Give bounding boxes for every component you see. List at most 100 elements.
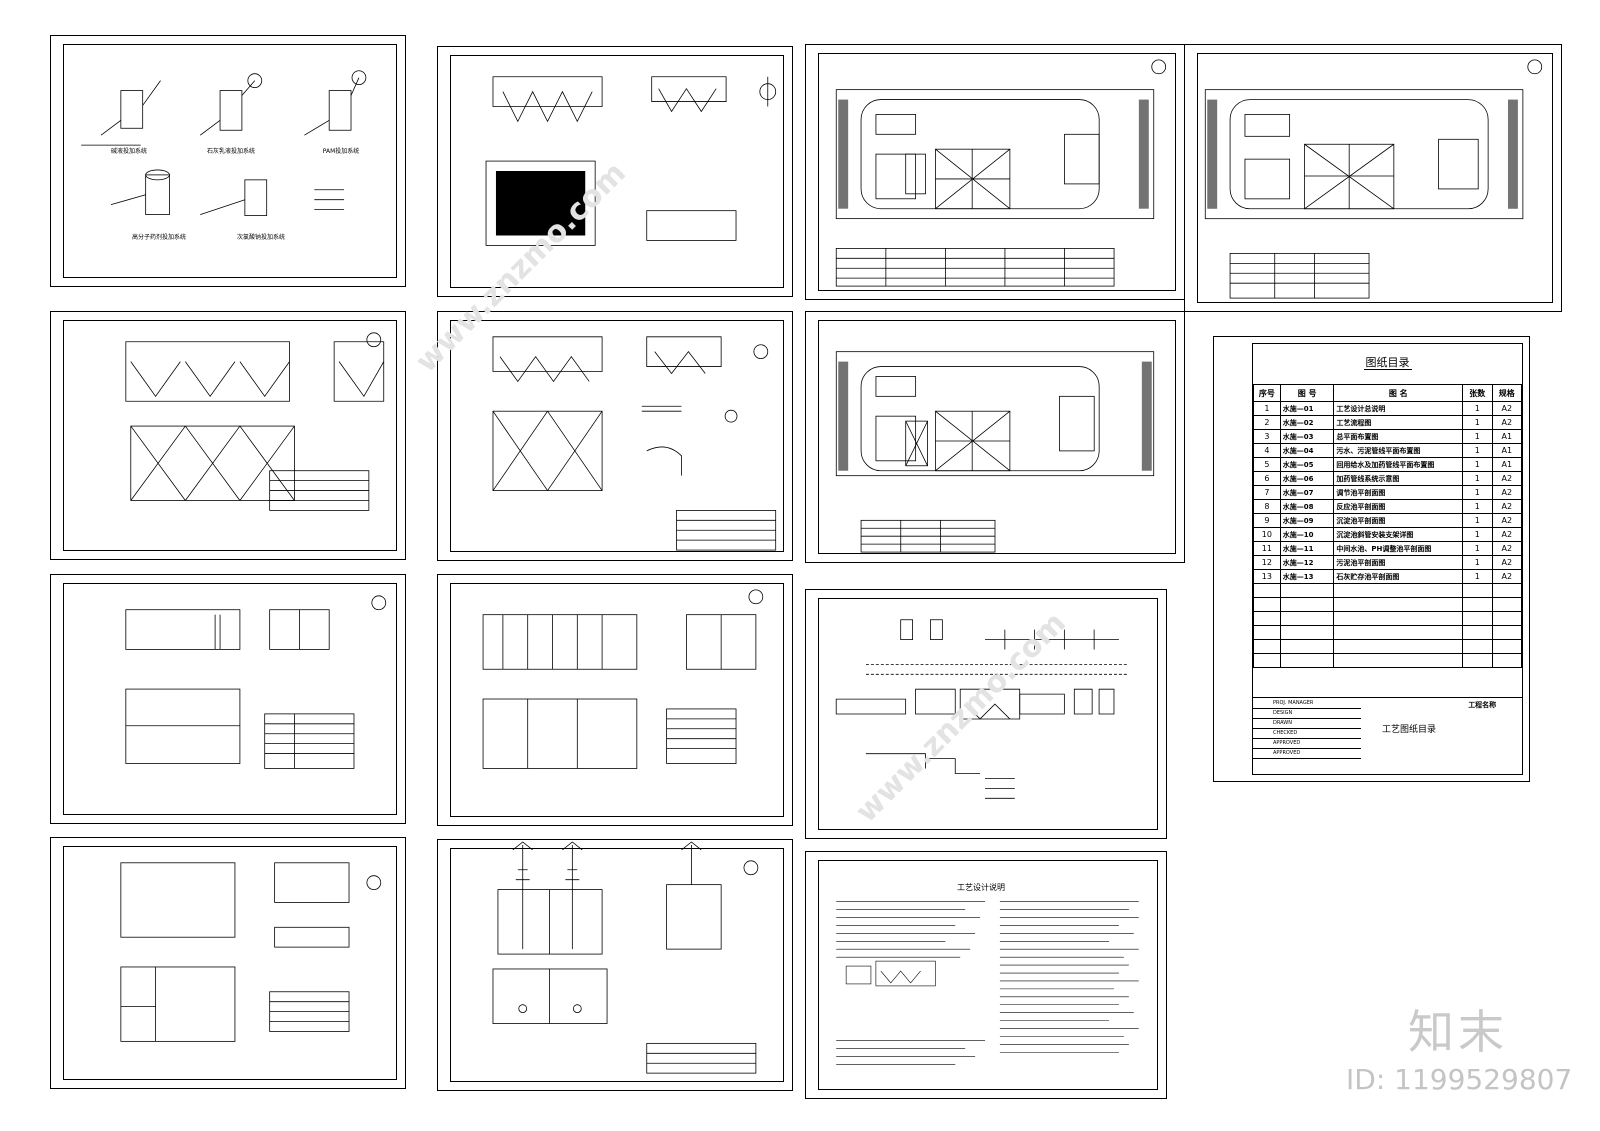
- catalog-empty-row: [1253, 583, 1522, 598]
- col-header-code: 图 号: [1279, 384, 1335, 402]
- empty-cell: [1279, 639, 1335, 654]
- empty-cell: [1279, 583, 1335, 598]
- sheet-frame: [63, 846, 397, 1080]
- drawing-sheet-pipeline-plan: [1184, 44, 1562, 312]
- empty-cell: [1253, 625, 1281, 640]
- cell-no: 1: [1253, 401, 1281, 416]
- col-header-no: 序号: [1253, 384, 1281, 402]
- cell-no: 10: [1253, 527, 1281, 542]
- empty-cell: [1462, 625, 1493, 640]
- sheet-frame: [818, 598, 1158, 830]
- cell-qty: 1: [1462, 541, 1493, 556]
- cell-code: 水施—05: [1279, 457, 1335, 472]
- empty-cell: [1253, 597, 1281, 612]
- cell-no: 9: [1253, 513, 1281, 528]
- cell-qty: 1: [1462, 485, 1493, 500]
- empty-cell: [1491, 597, 1522, 612]
- drawing-sheet-sloped-pipe-detail: [437, 311, 793, 561]
- caption-alkali-system: 碱液投加系统: [110, 148, 148, 155]
- cell-qty: 1: [1462, 569, 1493, 584]
- cell-name: 工艺设计总说明: [1333, 401, 1464, 416]
- cell-name: 回用给水及加药管线平面布置图: [1333, 457, 1464, 472]
- cell-size: A2: [1491, 499, 1522, 514]
- empty-cell: [1333, 611, 1464, 626]
- col-header-size: 规格: [1491, 384, 1522, 402]
- cell-code: 水施—04: [1279, 443, 1335, 458]
- cell-qty: 1: [1462, 527, 1493, 542]
- title-block-row: PROJ. MANAGER: [1253, 698, 1361, 709]
- cell-no: 6: [1253, 471, 1281, 486]
- cell-name: 工艺流程图: [1333, 415, 1464, 430]
- cell-size: A2: [1491, 513, 1522, 528]
- sheet-frame: [450, 583, 784, 817]
- cell-size: A2: [1491, 485, 1522, 500]
- cell-size: A2: [1491, 415, 1522, 430]
- cell-no: 12: [1253, 555, 1281, 570]
- sheet-frame: [63, 583, 397, 815]
- empty-cell: [1491, 653, 1522, 668]
- cell-code: 水施—12: [1279, 555, 1335, 570]
- sludge-tank-drawing: [492, 841, 759, 1074]
- title-block-project: 工程名称: [1468, 701, 1497, 709]
- cell-size: A1: [1491, 443, 1522, 458]
- cell-no: 11: [1253, 541, 1281, 556]
- cell-code: 水施—01: [1279, 401, 1335, 416]
- col-header-qty: 张数: [1462, 384, 1493, 402]
- drawing-sheet-process-flow: [805, 589, 1167, 839]
- cell-qty: 1: [1462, 499, 1493, 514]
- title-block-row: DESIGN: [1253, 708, 1361, 719]
- sheet-frame: [63, 44, 397, 278]
- drawing-sheet-lime-storage-tank: [50, 837, 406, 1089]
- drawing-sheet-intermediate-tank: [437, 574, 793, 826]
- empty-cell: [1333, 639, 1464, 654]
- cell-name: 污泥池平剖面图: [1333, 555, 1464, 570]
- cell-no: 3: [1253, 429, 1281, 444]
- catalog-empty-row: [1253, 653, 1522, 668]
- drawing-sheet-sedimentation-tank: [50, 311, 406, 560]
- drawing-sheet-site-plan: [805, 44, 1185, 300]
- cell-code: 水施—09: [1279, 513, 1335, 528]
- cell-qty: 1: [1462, 555, 1493, 570]
- cell-qty: 1: [1462, 401, 1493, 416]
- sheet-frame: [450, 320, 784, 552]
- cell-code: 水施—07: [1279, 485, 1335, 500]
- cell-size: A1: [1491, 457, 1522, 472]
- empty-cell: [1462, 639, 1493, 654]
- sedimentation-tank-drawing: [125, 332, 385, 511]
- sheet-frame: [818, 53, 1176, 291]
- drawing-sheet-dosing-pipeline-plan: [805, 311, 1185, 563]
- drawing-sheet-dosing-systems: 碱液投加系统 石灰乳液投加系统 PAM投加系统 高分子药剂投加系统 次氯酸钠投加…: [50, 35, 406, 287]
- cell-size: A1: [1491, 429, 1522, 444]
- site-plan-drawing: [835, 59, 1167, 287]
- empty-cell: [1279, 653, 1335, 668]
- cell-no: 8: [1253, 499, 1281, 514]
- catalog-title: 图纸目录: [1363, 356, 1412, 370]
- cell-no: 5: [1253, 457, 1281, 472]
- caption-hypochlorite-system: 次氯酸钠投加系统: [236, 234, 286, 241]
- cell-code: 水施—06: [1279, 471, 1335, 486]
- sheet-frame: [63, 320, 397, 551]
- catalog-empty-row: [1253, 639, 1522, 654]
- empty-cell: [1491, 583, 1522, 598]
- col-header-name: 图 名: [1333, 384, 1464, 402]
- regulating-tank-drawing: [125, 595, 387, 769]
- cell-size: A2: [1491, 471, 1522, 486]
- title-block-row: DRAWN: [1253, 718, 1361, 729]
- empty-cell: [1279, 597, 1335, 612]
- empty-cell: [1491, 625, 1522, 640]
- cell-size: A2: [1491, 569, 1522, 584]
- dosing-pipeline-plan-drawing: [835, 351, 1155, 553]
- empty-cell: [1279, 611, 1335, 626]
- cell-name: 加药管线系统示意图: [1333, 471, 1464, 486]
- title-block-drawing-title: 工艺图纸目录: [1382, 725, 1437, 735]
- empty-cell: [1462, 597, 1493, 612]
- caption-lime-system: 石灰乳液投加系统: [206, 148, 256, 155]
- sloped-pipe-drawing: [492, 336, 777, 551]
- sheet-frame: [450, 55, 784, 288]
